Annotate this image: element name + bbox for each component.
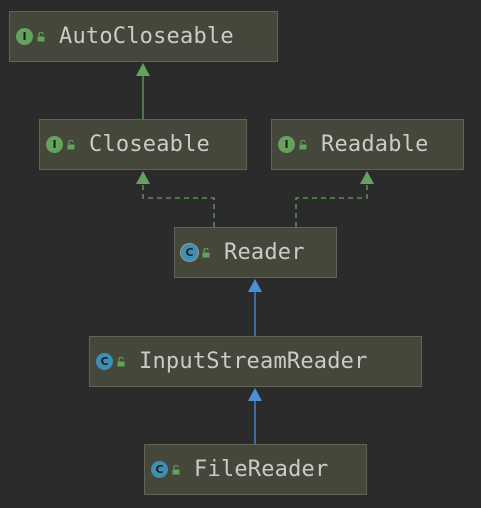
node-label: AutoCloseable xyxy=(59,24,234,49)
node-readable[interactable]: I Readable xyxy=(271,119,464,170)
node-label: Readable xyxy=(321,132,429,157)
unlocked-icon xyxy=(299,139,307,149)
abstract-class-icon: C xyxy=(181,244,198,261)
edge-reader-closeable xyxy=(142,183,215,227)
node-label: Closeable xyxy=(89,132,211,157)
edge-reader-readable xyxy=(295,183,368,227)
node-reader[interactable]: C Reader xyxy=(174,227,337,278)
arrowhead-inputstreamreader xyxy=(248,388,262,401)
interface-icon: I xyxy=(46,136,63,153)
interface-icon: I xyxy=(16,28,33,45)
node-label: InputStreamReader xyxy=(139,349,368,374)
arrowhead-autocloseable xyxy=(136,63,150,76)
unlocked-icon xyxy=(172,464,180,474)
unlocked-icon xyxy=(37,31,45,41)
node-filereader[interactable]: C FileReader xyxy=(144,444,367,495)
arrowhead-reader xyxy=(248,279,262,292)
node-inputstreamreader[interactable]: C InputStreamReader xyxy=(89,336,422,387)
arrowhead-closeable xyxy=(136,171,150,184)
unlocked-icon xyxy=(67,139,75,149)
class-icon: C xyxy=(151,461,168,478)
arrowhead-readable xyxy=(360,171,374,184)
unlocked-icon xyxy=(117,356,125,366)
node-closeable[interactable]: I Closeable xyxy=(39,119,247,170)
node-label: Reader xyxy=(224,240,305,265)
class-icon: C xyxy=(96,353,113,370)
node-autocloseable[interactable]: I AutoCloseable xyxy=(9,11,278,62)
interface-icon: I xyxy=(278,136,295,153)
node-label: FileReader xyxy=(194,457,329,482)
unlocked-icon xyxy=(202,247,210,257)
